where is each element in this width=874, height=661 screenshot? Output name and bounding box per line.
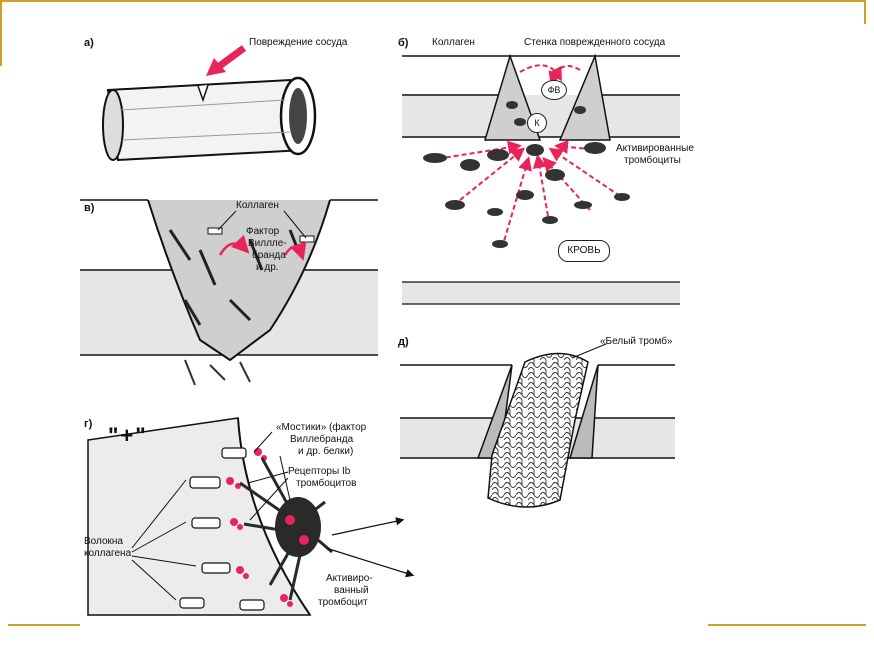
leader-lines-g: [131, 431, 291, 601]
vessel-wall-label: Стенка поврежденного сосуда: [524, 37, 666, 48]
receptors-label-2: тромбоцитов: [296, 478, 357, 489]
panel-letter-b: б): [398, 37, 409, 49]
panel-letter-g: г): [84, 418, 93, 430]
frame-left-rule: [0, 0, 2, 66]
leader-lines-v: [217, 210, 307, 239]
vessel-wall-cross-section-b: [402, 53, 680, 305]
white-thrombus-label: «Белый тромб»: [600, 336, 673, 347]
bridges-label-3: и др. белки): [298, 446, 354, 457]
collagen-label-v: Коллаген: [236, 200, 279, 211]
vessel-injury-label: Повреждение сосуда: [249, 37, 348, 48]
leader-lines-d: [571, 343, 607, 359]
collagen-surface-g: [87, 417, 312, 616]
footer-rule-left: [8, 624, 80, 626]
activated-platelets-label-2: тромбоциты: [624, 155, 681, 166]
footer-rule-right: [708, 624, 866, 626]
activated-platelet-icon: [239, 457, 333, 601]
collagen-fibers-label-1: Волокна: [84, 536, 123, 547]
frame-top-rule: [0, 0, 866, 2]
vessel-tube-illustration: [102, 76, 317, 162]
vwf-label-v-2: Виллле-: [248, 238, 287, 249]
vwf-label-v-3: бранда: [252, 250, 286, 261]
panel-letter-a: а): [84, 37, 94, 49]
activated-platelets-label-1: Активированные: [616, 143, 694, 154]
receptors-label-1: Рецепторы Ib: [288, 466, 351, 477]
activated-platelet-label-2: ванный: [334, 585, 369, 596]
collagen-label-b: Коллаген: [432, 37, 475, 48]
platelet-icons-b: [423, 101, 630, 248]
binding-arrows-v: [218, 234, 307, 261]
white-thrombus-cluster: [487, 352, 589, 508]
frame-right-rule: [864, 0, 866, 24]
vwf-circle-label: ФВ: [541, 80, 567, 100]
von-willebrand-bridges-g: [226, 448, 293, 607]
vessel-wall-cross-section-v: [80, 199, 378, 386]
bridges-label-2: Виллебранда: [290, 434, 354, 445]
positive-charge-label: "+": [108, 423, 148, 448]
panel-letter-v: в): [84, 202, 95, 214]
bridges-label-1: «Мостики» (фактор: [276, 422, 367, 433]
activated-platelet-label-3: тромбоцит: [318, 597, 368, 608]
vwf-label-v-4: и др.: [256, 262, 279, 273]
panel-letter-d: д): [398, 336, 409, 348]
activated-platelet-label-1: Активиро-: [326, 573, 373, 584]
collagen-fibers-label-2: коллагена: [84, 548, 132, 559]
injury-arrow-icon: [206, 45, 247, 76]
blood-label: КРОВЬ: [558, 240, 610, 262]
collagen-circle-label: К: [527, 113, 547, 133]
vwf-label-v-1: Фактор: [246, 226, 280, 237]
pointer-arrows-to-thrombus: [325, 517, 415, 578]
